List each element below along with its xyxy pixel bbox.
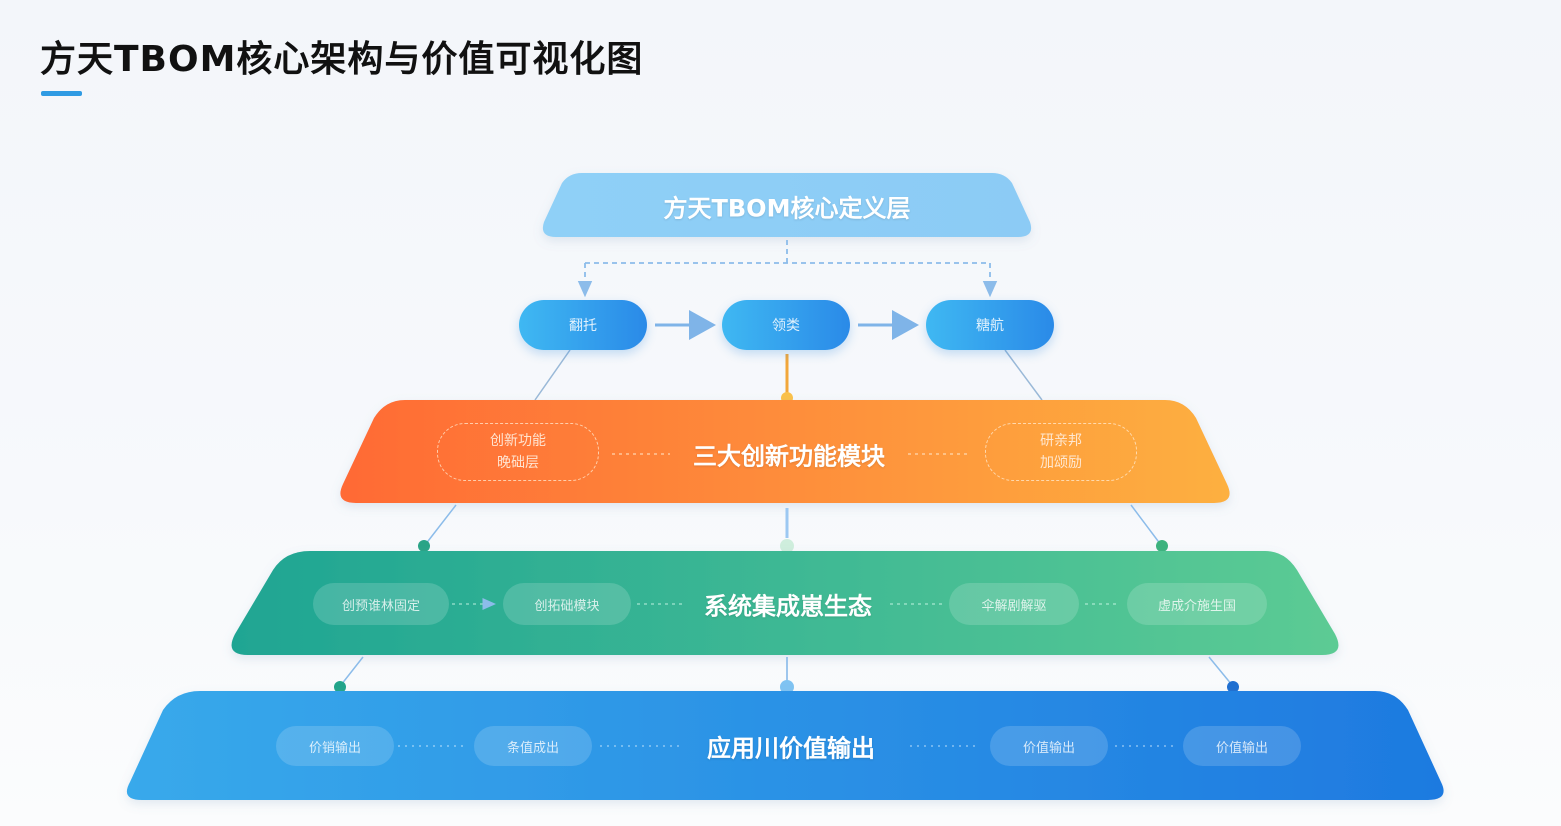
application-item-2-label: 条值成出 xyxy=(506,740,559,756)
core-node-3[interactable]: 糖航 xyxy=(926,300,1054,350)
application-item-1[interactable]: 价销输出 xyxy=(276,726,394,766)
integration-item-3-label: 伞解剧解驱 xyxy=(981,598,1047,614)
integration-item-1[interactable]: 创预谁林固定 xyxy=(313,583,449,625)
integration-item-4[interactable]: 虚成介施生国 xyxy=(1127,583,1267,625)
innovation-right-box[interactable]: 研亲邦 加颂励 xyxy=(985,423,1137,481)
core-node-2[interactable]: 领类 xyxy=(722,300,850,350)
integration-layer-shape xyxy=(231,551,1339,655)
integration-item-4-label: 虚成介施生国 xyxy=(1157,598,1236,614)
connector-g-b-left xyxy=(340,656,364,686)
application-item-4[interactable]: 价值输出 xyxy=(1183,726,1301,766)
core-layer-shape xyxy=(542,173,1032,237)
connector-o-g-left xyxy=(424,504,457,546)
integration-item-1-label: 创预谁林固定 xyxy=(341,598,420,614)
innovation-right-line2: 加颂励 xyxy=(1040,455,1082,471)
connector-g-b-right xyxy=(1208,656,1233,686)
application-item-3-label: 价值输出 xyxy=(1022,740,1075,756)
connector-o-g-center-dot xyxy=(780,539,794,553)
connector-o-g-right xyxy=(1130,504,1162,546)
dashed-distributor xyxy=(577,240,998,298)
innovation-left-box[interactable]: 创新功能 晚础层 xyxy=(437,423,599,481)
connector-left xyxy=(534,349,571,401)
core-node-1[interactable]: 翻托 xyxy=(519,300,647,350)
core-node-2-label: 领类 xyxy=(772,318,800,334)
application-item-2[interactable]: 条值成出 xyxy=(474,726,592,766)
application-item-3[interactable]: 价值输出 xyxy=(990,726,1108,766)
innovation-left-line2: 晚础层 xyxy=(497,455,539,471)
core-layer-label: 方天TBOM核心定义层 xyxy=(663,194,911,223)
application-item-4-label: 价值输出 xyxy=(1215,740,1268,756)
innovation-left-line1: 创新功能 xyxy=(490,433,546,449)
core-node-1-label: 翻托 xyxy=(569,318,597,334)
core-node-3-label: 糖航 xyxy=(976,318,1004,334)
page-title: 方天TBOM核心架构与价值可视化图 xyxy=(40,39,644,80)
integration-item-3[interactable]: 伞解剧解驱 xyxy=(949,583,1079,625)
integration-item-2[interactable]: 创拓础模块 xyxy=(503,583,631,625)
connector-g-b-right-dot xyxy=(1227,681,1239,693)
innovation-right-line1: 研亲邦 xyxy=(1040,433,1082,449)
integration-layer-label: 系统集成崽生态 xyxy=(704,592,872,621)
title-underline xyxy=(41,91,82,96)
connector-o-g-left-dot xyxy=(418,540,430,552)
integration-item-2-label: 创拓础模块 xyxy=(534,598,600,614)
application-layer-label: 应用川价值输出 xyxy=(707,734,875,763)
connector-o-g-right-dot xyxy=(1156,540,1168,552)
connector-g-b-left-dot xyxy=(334,681,346,693)
innovation-layer-label: 三大创新功能模块 xyxy=(693,442,885,471)
application-layer-shape xyxy=(126,691,1444,800)
connector-g-b-center-dot xyxy=(780,680,794,694)
connector-right xyxy=(1004,349,1043,401)
application-item-1-label: 价销输出 xyxy=(308,740,361,756)
